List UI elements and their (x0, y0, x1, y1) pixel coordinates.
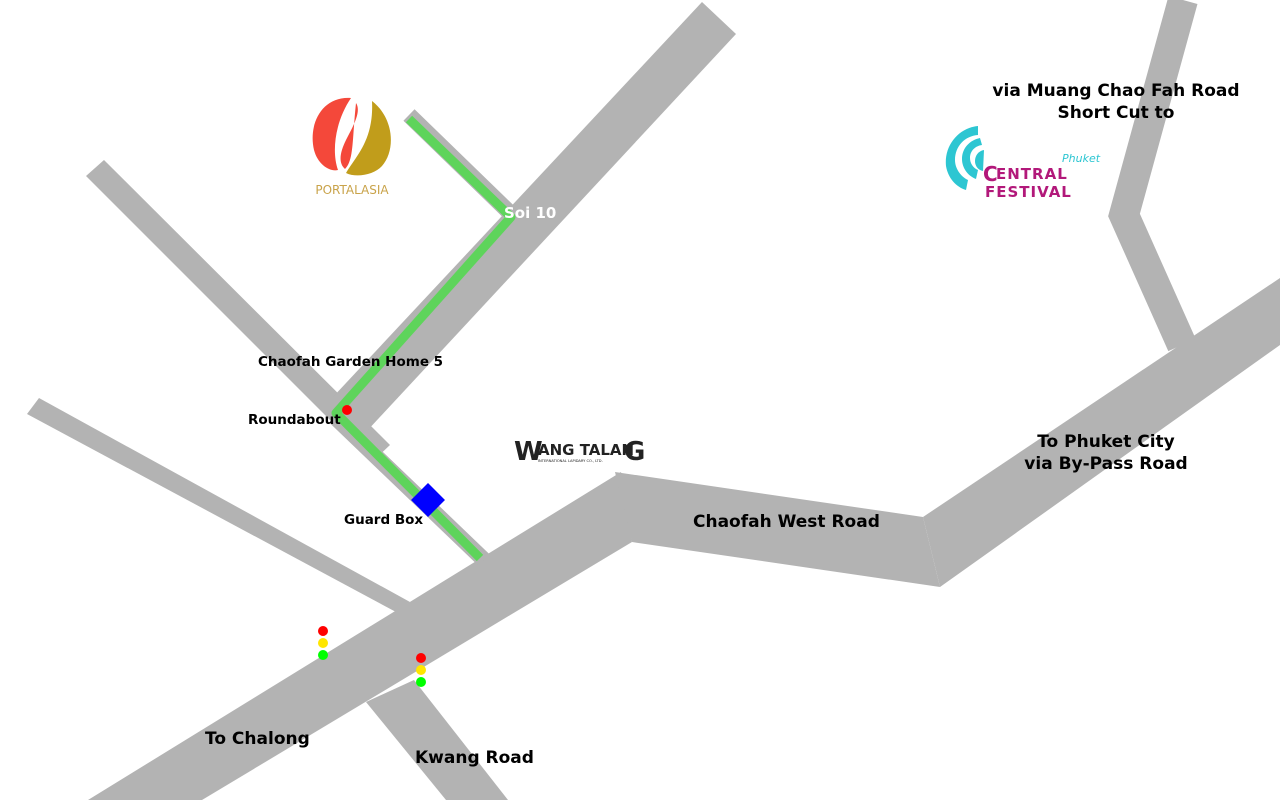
guard-box-marker-icon (411, 483, 445, 517)
traffic-light-icon (416, 653, 426, 687)
road-muang-chao-fah (1108, 0, 1198, 352)
label-roundabout: Roundabout (248, 412, 341, 428)
svg-text:ENTRAL: ENTRAL (996, 165, 1068, 183)
road-west-branch (27, 398, 410, 612)
road-to-chalong (88, 472, 632, 800)
road-soi-10 (332, 2, 736, 432)
svg-text:W: W (514, 437, 543, 467)
road-chaofah-west (615, 472, 940, 587)
svg-text:C: C (983, 162, 998, 186)
svg-text:INTERNATIONAL LAPIDARY CO., LT: INTERNATIONAL LAPIDARY CO., LTD. (538, 459, 603, 463)
road-garden-home (86, 160, 390, 462)
label-to-chalong: To Chalong (205, 729, 310, 749)
svg-text:ANG TALAN: ANG TALAN (538, 441, 634, 459)
label-to-phuket-city: To Phuket City (1037, 432, 1175, 452)
label-via-bypass: via By-Pass Road (1024, 454, 1187, 474)
svg-text:FESTIVAL: FESTIVAL (985, 183, 1072, 201)
svg-text:G: G (624, 437, 645, 467)
label-soi-10: Soi 10 (504, 204, 556, 222)
road-bypass (923, 278, 1280, 587)
label-kwang-road: Kwang Road (415, 748, 534, 768)
portalasia-wordmark: PORTALASIA (315, 183, 389, 197)
label-via-muang-chao-fah: via Muang Chao Fah Road (992, 81, 1239, 101)
label-guard-box: Guard Box (344, 512, 423, 528)
traffic-light-icon (318, 626, 328, 660)
label-chaofah-west-road: Chaofah West Road (693, 512, 880, 532)
road-kwang (366, 680, 508, 800)
roundabout-marker-icon (342, 405, 352, 415)
portalasia-logo: PORTALASIA (312, 97, 391, 197)
label-garden-home: Chaofah Garden Home 5 (258, 354, 443, 370)
svg-text:Phuket: Phuket (1062, 152, 1101, 165)
wang-talang-logo: W ANG TALAN G INTERNATIONAL LAPIDARY CO.… (514, 437, 645, 467)
label-short-cut-to: Short Cut to (1058, 103, 1175, 123)
central-festival-logo: C ENTRAL FESTIVAL Phuket (945, 126, 1101, 201)
route-path (331, 115, 516, 562)
